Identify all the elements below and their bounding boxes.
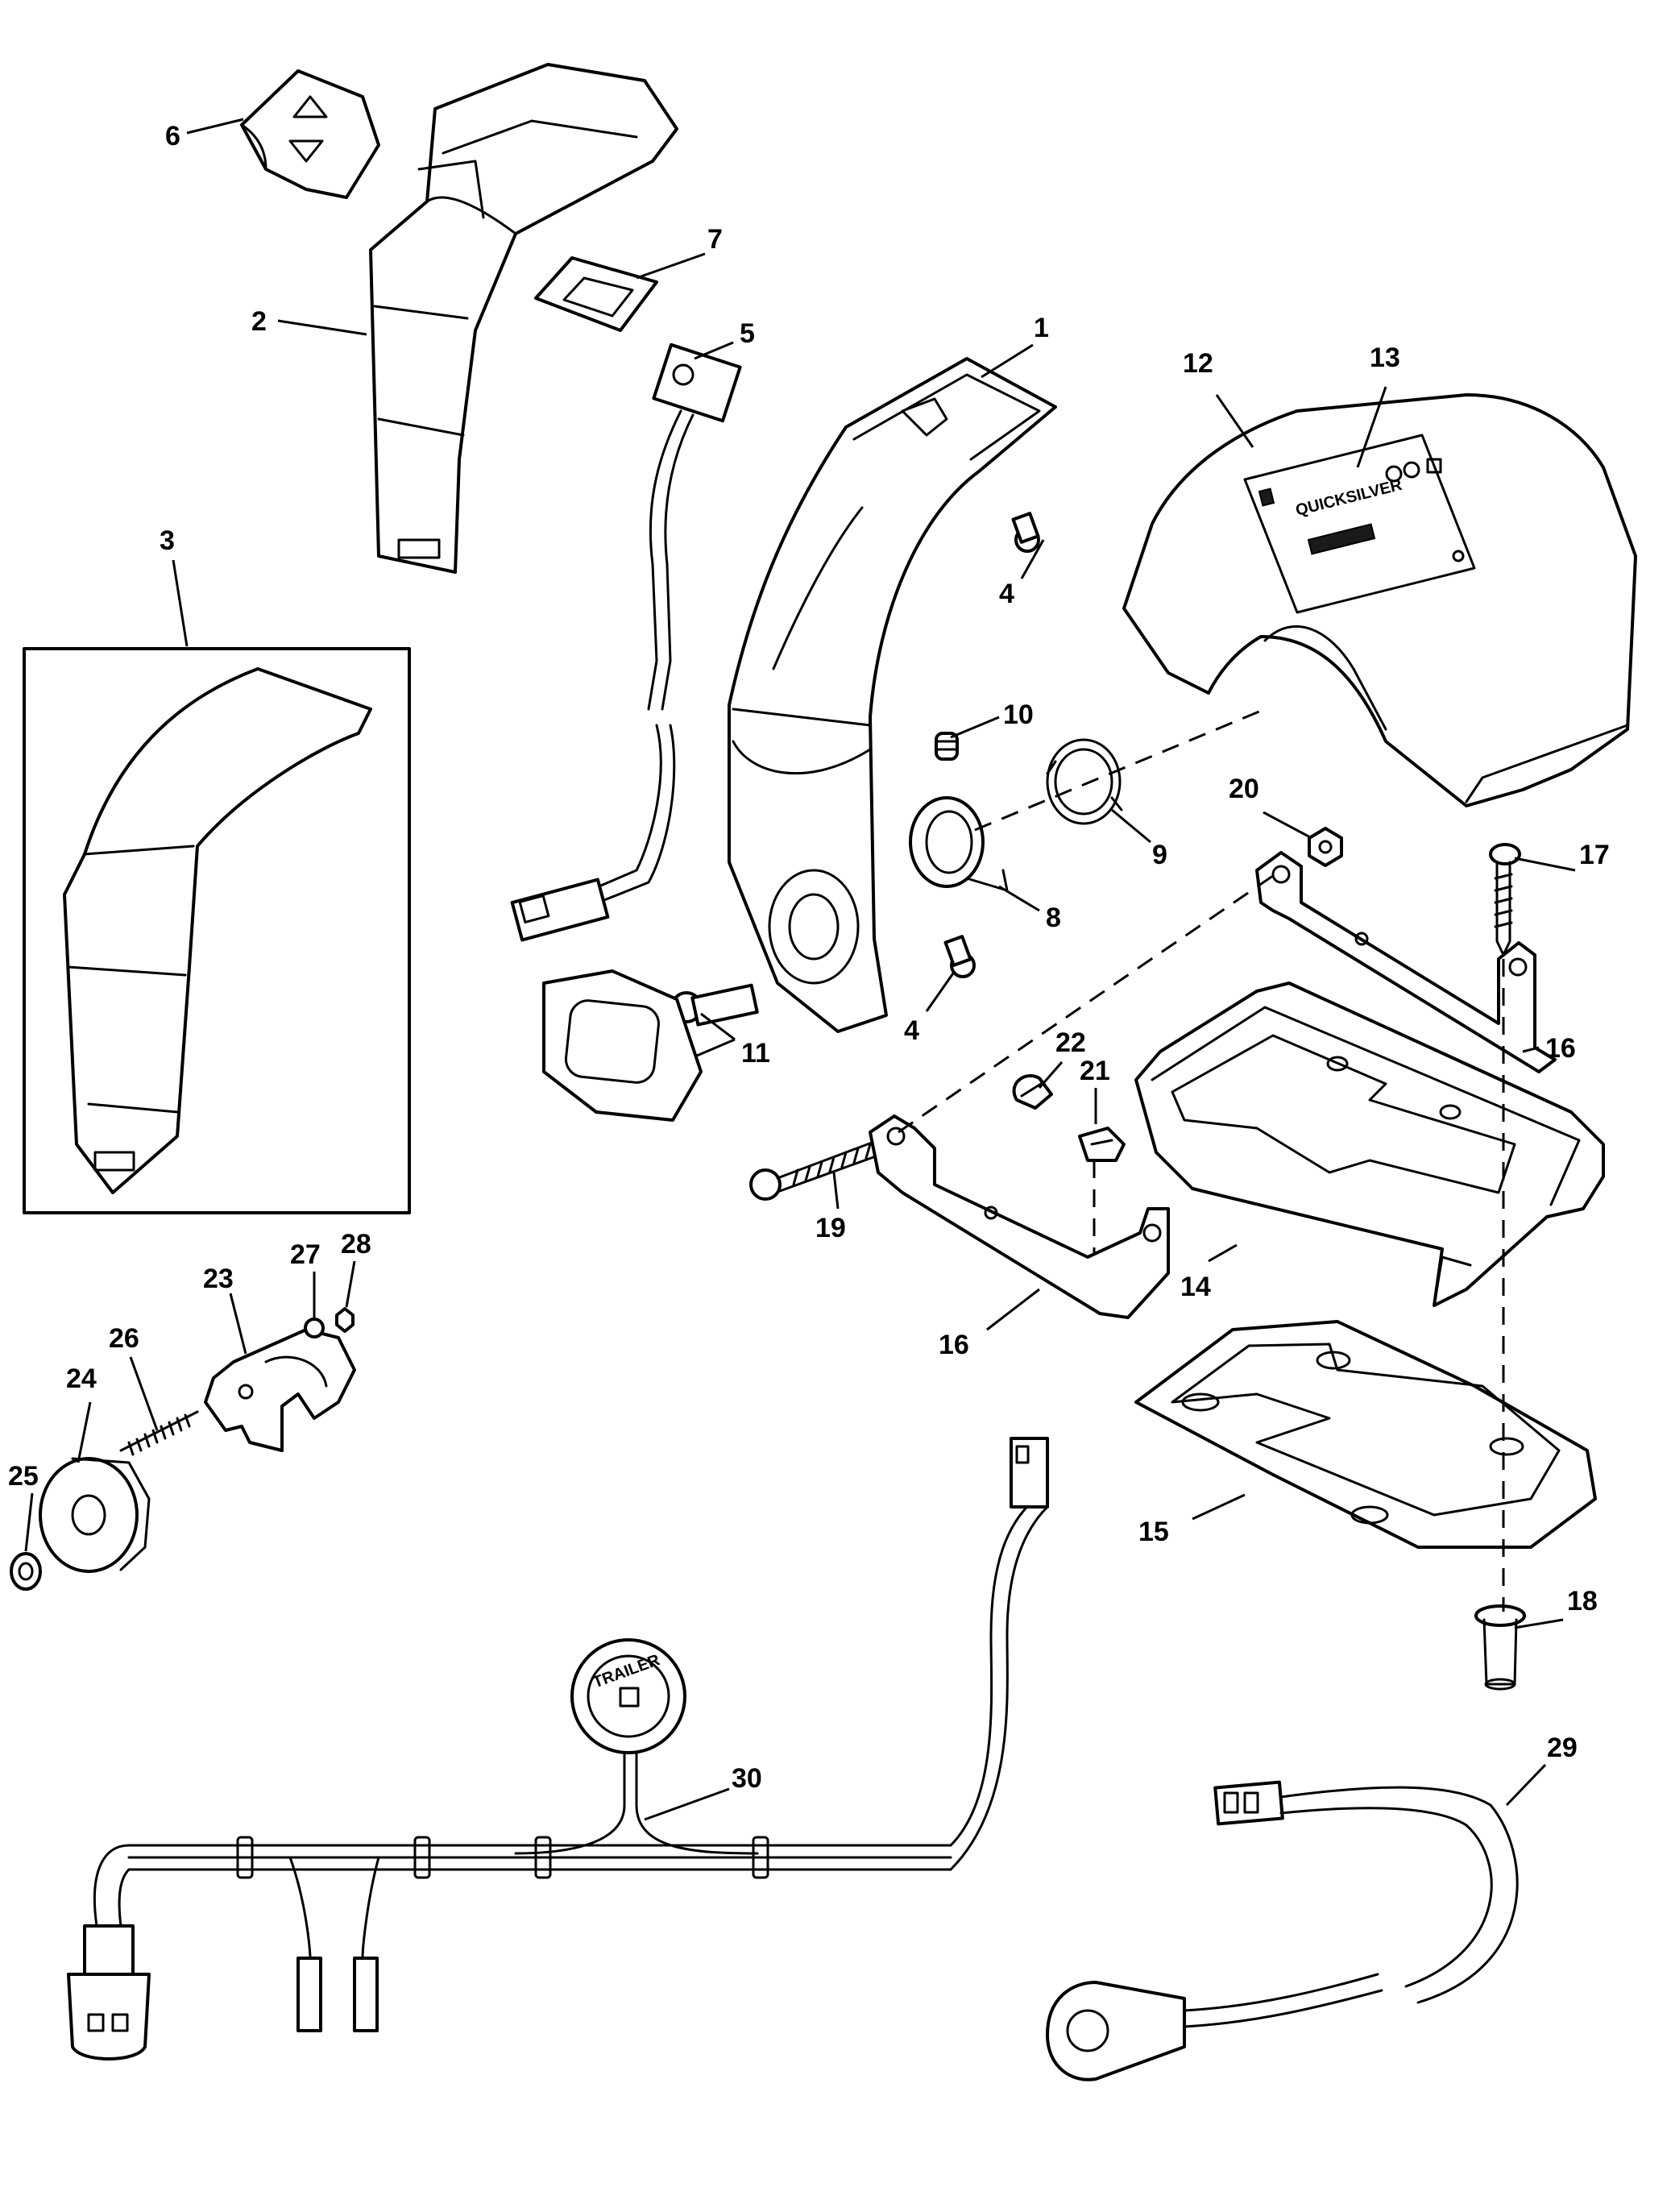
part-14-base-tray (1134, 981, 1605, 1307)
callout-16-lower: 16 (939, 1330, 969, 1360)
callout-16-upper: 16 (1545, 1033, 1576, 1064)
part-11-trim-pin (670, 983, 759, 1027)
assembly-line-1 (974, 708, 1266, 832)
part-26-spring (119, 1410, 199, 1456)
callout-6: 6 (165, 121, 180, 151)
callout-28: 28 (341, 1229, 371, 1260)
part-20-nut (1308, 827, 1343, 867)
part-27-washer (304, 1318, 325, 1338)
part-3-cover-box (23, 647, 411, 1214)
callout-10: 10 (1003, 699, 1034, 730)
callout-21: 21 (1080, 1056, 1110, 1086)
part-21-clip (1078, 1127, 1126, 1162)
callout-1: 1 (1034, 313, 1049, 343)
assembly-line-2 (898, 869, 1282, 1134)
part-5-switch-harness (510, 342, 742, 942)
callout-5: 5 (740, 318, 755, 349)
part-17-screw (1489, 843, 1521, 957)
callout-4-upper: 4 (999, 579, 1014, 609)
callout-26: 26 (109, 1323, 139, 1354)
part-29-adapter-harness (1046, 1780, 1519, 2081)
callout-9: 9 (1152, 840, 1167, 870)
part-18-grommet (1474, 1604, 1526, 1691)
part-25-washer (10, 1552, 42, 1591)
callout-14: 14 (1180, 1272, 1211, 1302)
callout-11: 11 (741, 1038, 770, 1069)
callout-13: 13 (1370, 342, 1400, 373)
part-9-spring-clip (1046, 738, 1123, 825)
callout-29: 29 (1547, 1733, 1578, 1763)
part-6-trim-button (240, 69, 380, 199)
callout-25: 25 (8, 1461, 39, 1492)
part-2-handle-cover (369, 63, 678, 574)
callout-17: 17 (1579, 840, 1610, 870)
callout-24: 24 (66, 1363, 97, 1394)
part-19-long-screw (749, 1139, 884, 1201)
part-11-grommet-plate (542, 969, 703, 1122)
callout-4-lower: 4 (904, 1015, 919, 1046)
callout-27: 27 (290, 1239, 321, 1270)
part-28-nut (335, 1307, 355, 1333)
part-7-gasket (534, 256, 658, 332)
callout-7: 7 (707, 224, 723, 255)
part-23-clamp (204, 1328, 356, 1452)
callout-8: 8 (1046, 903, 1061, 933)
part-4-screw-lower (943, 935, 976, 978)
callout-15: 15 (1138, 1517, 1169, 1547)
callout-23: 23 (203, 1264, 234, 1294)
callout-labels: 1 2 3 4 4 5 6 7 8 9 10 11 12 13 14 15 16… (8, 121, 1610, 1794)
part-8-bushing (909, 796, 1009, 892)
callout-30: 30 (732, 1763, 762, 1794)
leader-lines (24, 118, 1576, 1821)
part-10-set-screw (935, 732, 959, 761)
callout-20: 20 (1229, 774, 1259, 804)
callout-22: 22 (1055, 1027, 1086, 1058)
part-16-bracket-lower (869, 1114, 1170, 1319)
part-30-trailer-harness: TRAILER (67, 1437, 1049, 2061)
callout-3: 3 (160, 525, 175, 556)
callout-2: 2 (251, 306, 267, 337)
part-1-control-housing (728, 357, 1057, 1033)
part-24-knob (39, 1457, 151, 1573)
callout-12: 12 (1183, 348, 1213, 379)
part-16-bracket-upper (1255, 851, 1557, 1073)
part-4-screw-upper (1011, 512, 1040, 553)
callout-18: 18 (1567, 1586, 1598, 1616)
callout-19: 19 (815, 1213, 846, 1243)
part-15-base-plate (1134, 1320, 1597, 1549)
part-12-rear-cover: QUICKSILVER (1122, 393, 1637, 807)
